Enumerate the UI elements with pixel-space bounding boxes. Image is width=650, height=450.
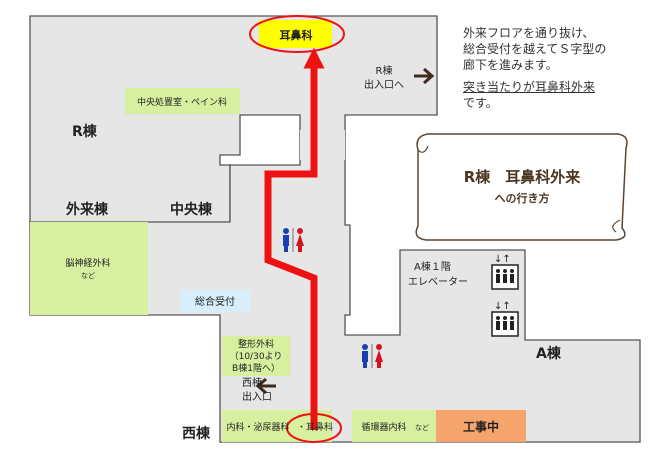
scroll-title: R棟 耳鼻科外来 — [464, 168, 582, 186]
ent-entrance-highlight — [286, 413, 342, 443]
neuro-sub-label: など — [81, 272, 95, 280]
route-line — [264, 47, 325, 430]
pain-room — [125, 88, 240, 114]
ortho-label-3: B棟1階へ） — [232, 362, 280, 374]
arrow-right-icon — [414, 67, 435, 85]
nishi-exit-label-1: 西棟 — [242, 376, 262, 389]
r-exit-label-1: R棟 — [376, 64, 393, 77]
building-gairai-label: 外来棟 — [66, 201, 109, 218]
reception-label: 総合受付 — [195, 295, 235, 308]
svg-text:↓↑: ↓↑ — [494, 301, 511, 312]
building-nishi-label: 西棟 — [182, 425, 211, 442]
cardio-label: 循環器内科 — [361, 421, 406, 433]
arrow-left-icon — [255, 377, 276, 395]
construction-area — [436, 410, 526, 442]
ortho-label-1: 整形外科 — [238, 338, 274, 350]
reception-desk — [180, 290, 250, 312]
elevator-icon: ↓↑ — [491, 301, 519, 337]
building-chuo-label: 中央棟 — [170, 201, 213, 218]
restroom-icon — [283, 228, 304, 252]
restroom-icon — [362, 344, 383, 368]
cardio-room — [352, 410, 436, 442]
neuro-label: 脳神経外科 — [65, 257, 110, 269]
cardio-sub-label: など — [415, 424, 429, 432]
building-a-label: A棟 — [536, 345, 562, 362]
instructions: 外来フロアを通り抜け、 総合受付を越えてＳ字型の 廊下を進みます。 突き当たりが… — [463, 25, 643, 111]
internal-ent-label: ・耳鼻科 — [297, 421, 333, 433]
instruction-line: 廊下を進みます。 — [463, 58, 558, 72]
instruction-line: 総合受付を越えてＳ字型の — [463, 42, 607, 56]
instruction-line: です。 — [463, 96, 498, 110]
ortho-label-2: （10/30より — [230, 351, 283, 362]
elevator-icon: ↓↑ — [491, 254, 519, 290]
nishi-exit-label-2: 出入口 — [242, 390, 272, 403]
instruction-line: 外来フロアを通り抜け、 — [463, 26, 595, 40]
pain-label: 中央処置室・ペイン科 — [137, 96, 227, 108]
internal-label: 内科・泌尿器科 — [226, 421, 289, 433]
scroll-banner — [415, 133, 628, 241]
elevator-label-2: エレベーター — [408, 276, 468, 288]
r-exit-label-2: 出入口へ — [364, 78, 404, 91]
ent-room — [259, 20, 332, 48]
ent-destination-link[interactable]: 突き当たりが耳鼻科外来 — [463, 80, 596, 94]
neuro-room — [30, 222, 148, 315]
ortho-room — [222, 336, 290, 376]
ent-highlight — [249, 15, 345, 53]
svg-text:↓↑: ↓↑ — [494, 254, 511, 265]
building-r-label: R棟 — [72, 123, 98, 140]
elevator-label-1: A棟１階 — [414, 260, 451, 273]
construction-label: 工事中 — [463, 419, 499, 434]
ent-label: 耳鼻科 — [280, 28, 313, 42]
scroll-subtitle: への行き方 — [495, 191, 550, 205]
